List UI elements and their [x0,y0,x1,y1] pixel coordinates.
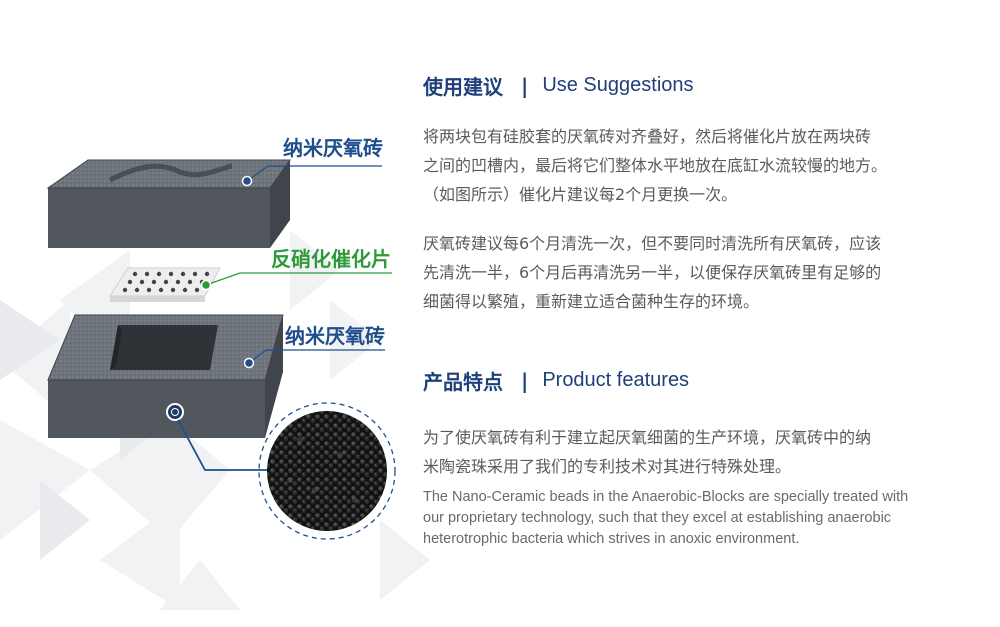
heading-en: Use Suggestions [542,74,694,96]
text-line: 之间的凹槽内，最后将它们整体水平地放在底缸水流较慢的地方。 [423,156,888,175]
text-line: 细菌得以繁殖，重新建立适合菌种生存的环境。 [423,292,760,311]
bottom-anaerobic-block [47,314,284,438]
use-suggestions-heading: 使用建议 | Use Suggestions [423,71,694,100]
nano-ceramic-bead-closeup [258,402,396,540]
heading-separator: | [521,368,529,393]
heading-cn: 产品特点 [423,370,503,394]
product-features-heading: 产品特点 | Product features [423,366,689,395]
callout-label-bottom-block: 纳米厌氧砖 [285,324,385,348]
product-features-paragraph-cn: 为了使厌氧砖有利于建立起厌氧细菌的生产环境，厌氧砖中的纳 米陶瓷珠采用了我们的专… [423,423,983,481]
text-line: heterotrophic bacteria which strives in … [423,531,800,547]
text-line: （如图所示）催化片建议每2个月更换一次。 [423,185,738,204]
text-line: 厌氧砖建议每6个月清洗一次，但不要同时清洗所有厌氧砖，应该 [423,234,882,253]
callout-label-catalyst-plate: 反硝化催化片 [271,247,391,271]
heading-cn: 使用建议 [423,75,503,99]
catalyst-plate [109,267,221,302]
text-line: our proprietary technology, such that th… [423,510,892,526]
heading-separator: | [521,73,529,98]
text-line: 先清洗一半，6个月后再清洗另一半，以便保存厌氧砖里有足够的 [423,263,882,282]
text-line: 将两块包有硅胶套的厌氧砖对齐叠好，然后将催化片放在两块砖 [423,127,872,146]
text-line: 为了使厌氧砖有利于建立起厌氧细菌的生产环境，厌氧砖中的纳 [423,428,872,447]
text-line: The Nano-Ceramic beads in the Anaerobic-… [423,489,909,505]
callout-lines [166,165,392,471]
callout-label-top-block: 纳米厌氧砖 [283,136,383,160]
heading-en: Product features [542,369,690,391]
text-line: 米陶瓷珠采用了我们的专利技术对其进行特殊处理。 [423,457,792,476]
top-anaerobic-block [46,159,291,248]
use-suggestions-paragraph-2: 厌氧砖建议每6个月清洗一次，但不要同时清洗所有厌氧砖，应该 先清洗一半，6个月后… [423,229,983,316]
use-suggestions-paragraph-1: 将两块包有硅胶套的厌氧砖对齐叠好，然后将催化片放在两块砖 之间的凹槽内，最后将它… [423,122,983,209]
product-features-paragraph-en: The Nano-Ceramic beads in the Anaerobic-… [423,487,988,550]
